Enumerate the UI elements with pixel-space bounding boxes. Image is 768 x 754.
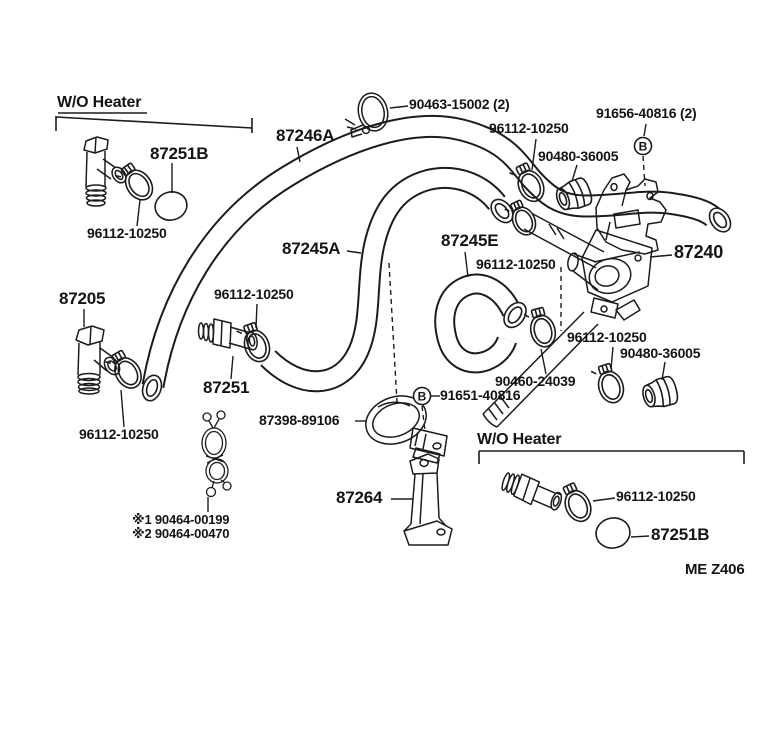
part-number-87240: 87240 [674,242,724,262]
part-number-87205: 87205 [59,289,106,308]
cap-87251b-top-drawing [152,188,190,223]
part-number-87251b-top: 87251B [150,144,209,163]
part-number-96112-top-mid: 96112-10250 [489,120,569,136]
hose-87246a-drawing [153,126,714,386]
part-number-96112-right: 96112-10250 [567,329,647,345]
part-number-91656-40816: 91656-40816 (2) [596,105,697,121]
part-number-91651-40816: 91651-40816 [440,387,521,403]
wire-clip-90464-drawing [202,411,231,497]
part-number-87245a: 87245A [282,239,341,258]
wo-heater-top-bracket [56,113,252,133]
valve-inlet-pipe-drawing [524,214,604,268]
hose-87245a-drawing [268,178,497,381]
pointer-lines [84,106,672,537]
cap-87251b-bottom-drawing [594,515,633,550]
part-number-96112-bottom-left: 96112-10250 [79,426,159,442]
valve-outlet-pipe-drawing [483,312,598,427]
dashed-leader-lines [389,156,645,431]
part-number-87245e: 87245E [441,231,499,250]
part-number-90480-36005-right: 90480-36005 [620,345,701,361]
water-valve-87240-drawing [567,174,666,320]
section-label-wo-heater-top: W/O Heater [57,94,142,111]
part-number-87246a: 87246A [276,126,335,145]
note-90464-00470: ※2 90464-00470 [132,526,230,541]
union-87251-drawing [199,319,259,351]
hose-87245e-drawing [445,284,512,363]
wo-heater-fitting-bottom-drawing [499,469,565,513]
part-number-90463-15002: 90463-15002 (2) [409,96,510,112]
figure-code: ME Z406 [685,561,745,578]
hose-clamp-drawing [554,479,597,528]
bolt-marker-b-bottom: B [414,388,431,405]
part-number-87251: 87251 [203,378,250,397]
part-number-90480-36005-top: 90480-36005 [538,148,619,164]
clamp-bracket-87398-drawing [359,388,447,463]
section-label-wo-heater-bottom: W/O Heater [477,431,562,448]
bolt-marker-b-top: B [635,138,652,155]
part-number-96112-mid-left: 96112-10250 [214,286,294,302]
drain-valve-87205-drawing [76,326,123,394]
part-number-96112-bottom-right: 96112-10250 [616,488,696,504]
bracket-87264-drawing [404,454,452,545]
part-number-87398-89106: 87398-89106 [259,412,340,428]
bolt-marker-b-bottom-letter: B [418,390,427,404]
band-clamp-90463-drawing [345,90,391,137]
bolt-marker-b-top-letter: B [639,140,648,154]
part-number-87251b-bottom: 87251B [651,525,710,544]
part-number-90460-24039: 90460-24039 [495,373,576,389]
grommet-right-drawing [639,374,681,412]
part-number-87264: 87264 [336,488,383,507]
part-number-96112-mid: 96112-10250 [476,256,556,272]
hose-clamp-drawing [589,360,629,408]
part-number-96112-top-left: 96112-10250 [87,225,167,241]
note-90464-00199: ※1 90464-00199 [132,512,230,527]
wo-heater-bottom-bracket [479,451,744,464]
